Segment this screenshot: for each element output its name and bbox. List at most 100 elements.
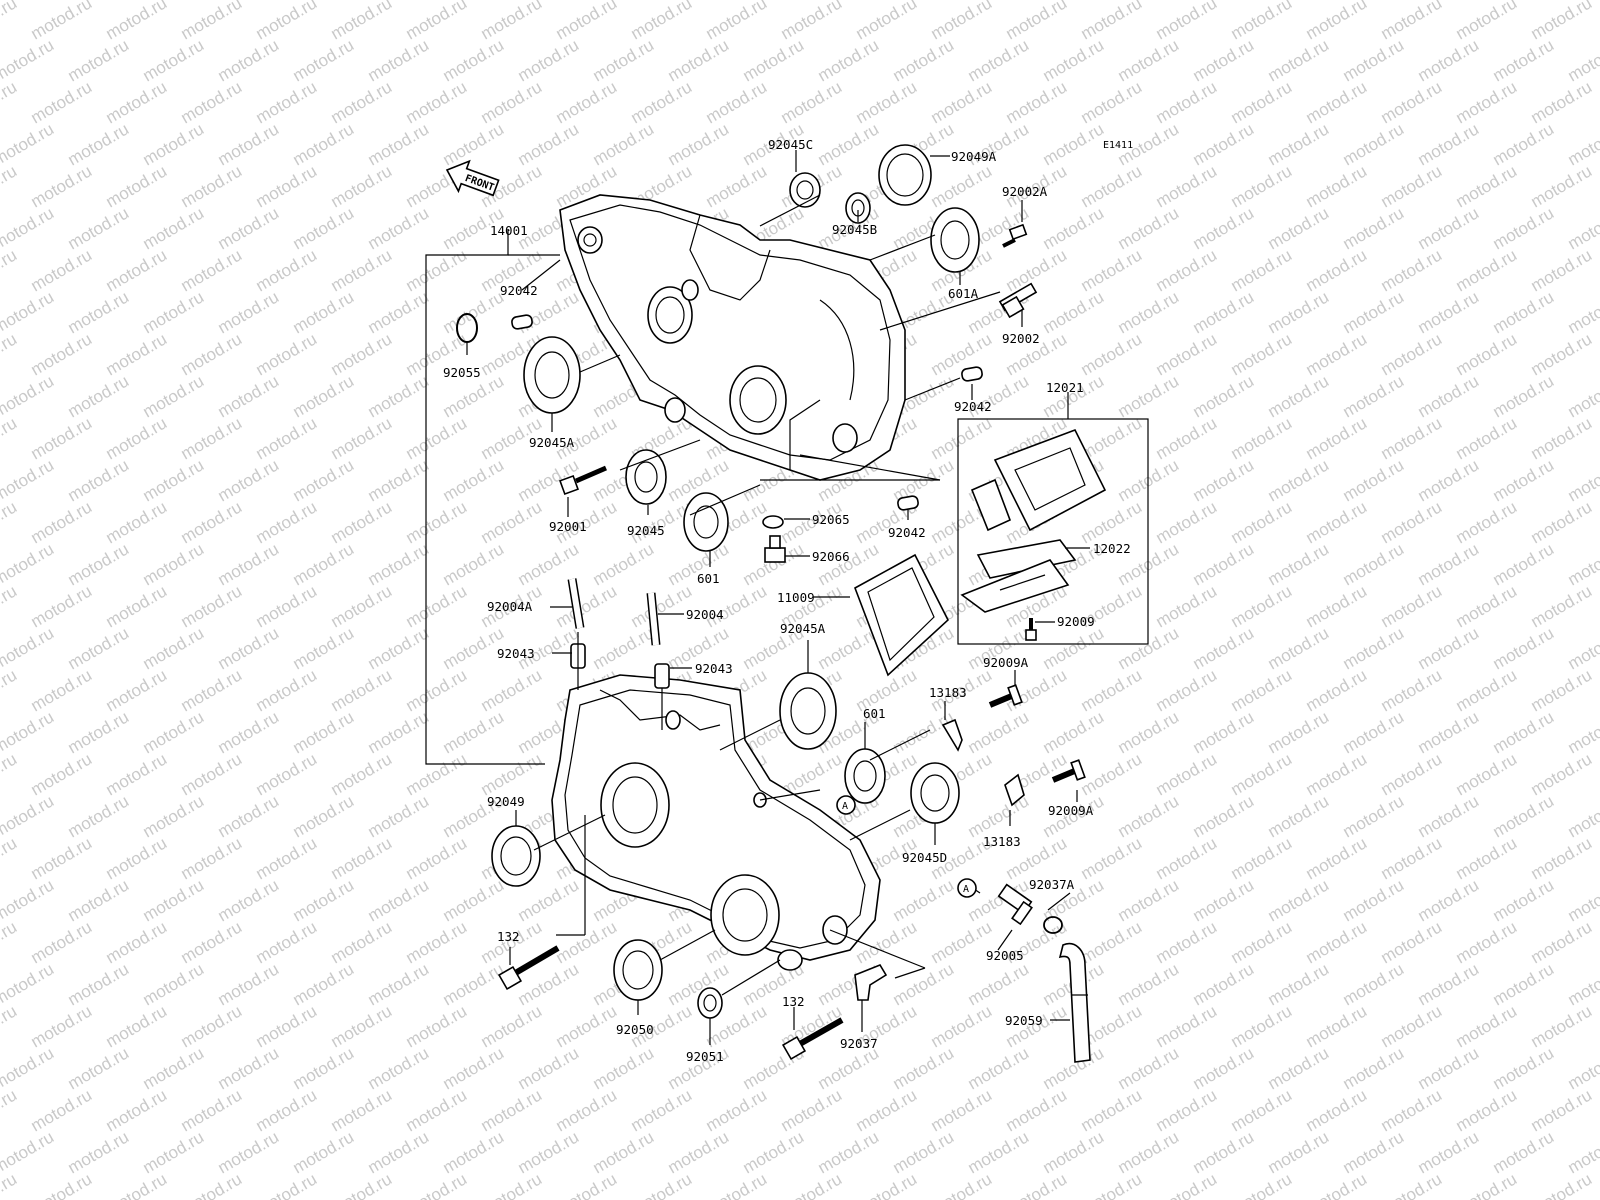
watermark-text: motod.ru (1265, 455, 1333, 505)
watermark-text: motod.ru (1303, 245, 1371, 295)
watermark-text: motod.ru (215, 959, 283, 1009)
watermark-text: motod.ru (215, 1127, 283, 1177)
watermark-text: motod.ru (1303, 329, 1371, 379)
watermark-text: motod.ru (215, 1043, 283, 1093)
watermark-text: motod.ru (140, 287, 208, 337)
watermark-text: motod.ru (290, 707, 358, 757)
watermark-text: motod.ru (1453, 245, 1521, 295)
watermark-text: motod.ru (1528, 245, 1596, 295)
watermark-text: motod.ru (403, 1169, 471, 1200)
oil-seal-icon (491, 825, 541, 887)
part-label: 92059 (1005, 1013, 1043, 1028)
watermark-text: motod.ru (1528, 0, 1596, 43)
part-label: 92050 (616, 1022, 654, 1037)
watermark-text: motod.ru (1153, 749, 1221, 799)
watermark-text: motod.ru (178, 77, 246, 127)
watermark-text: motod.ru (28, 0, 96, 43)
watermark-text: motod.ru (1153, 77, 1221, 127)
watermark-text: motod.ru (1378, 0, 1446, 43)
watermark-text: motod.ru (1378, 1001, 1446, 1051)
watermark-text: motod.ru (365, 287, 433, 337)
watermark-text: motod.ru (328, 497, 396, 547)
part-label: 92045B (832, 222, 877, 237)
bolt-icon (988, 684, 1023, 708)
ref-marker-icon: A (957, 878, 977, 898)
watermark-text: motod.ru (928, 1001, 996, 1051)
watermark-text: motod.ru (703, 0, 771, 43)
watermark-text: motod.ru (328, 77, 396, 127)
watermark-text: motod.ru (1415, 35, 1483, 85)
watermark-text: motod.ru (1490, 791, 1558, 841)
watermark-text: motod.ru (65, 455, 133, 505)
watermark-text: motod.ru (1265, 35, 1333, 85)
watermark-text: motod.ru (928, 329, 996, 379)
bearing-icon (779, 672, 837, 750)
watermark-text: motod.ru (478, 1001, 546, 1051)
watermark-text: motod.ru (1228, 833, 1296, 883)
watermark-text: motod.ru (178, 1169, 246, 1200)
watermark-text: motod.ru (253, 665, 321, 715)
part-label: 92045D (902, 850, 947, 865)
watermark-text: motod.ru (0, 1169, 20, 1200)
watermark-text: motod.ru (478, 1085, 546, 1135)
watermark-text: motod.ru (1040, 623, 1108, 673)
watermark-text: motod.ru (965, 707, 1033, 757)
watermark-text: motod.ru (215, 875, 283, 925)
watermark-text: motod.ru (140, 539, 208, 589)
watermark-text: motod.ru (1115, 203, 1183, 253)
watermark-text: motod.ru (215, 791, 283, 841)
dowel-pin-icon (511, 314, 533, 330)
watermark-text: motod.ru (253, 1001, 321, 1051)
watermark-text: motod.ru (1303, 917, 1371, 967)
watermark-text: motod.ru (365, 959, 433, 1009)
watermark-text: motod.ru (815, 35, 883, 85)
watermark-text: motod.ru (290, 203, 358, 253)
watermark-text: motod.ru (328, 665, 396, 715)
bolt-icon (1002, 223, 1028, 248)
watermark-text: motod.ru (1378, 1085, 1446, 1135)
watermark-text: motod.ru (665, 1127, 733, 1177)
watermark-text: motod.ru (515, 1127, 583, 1177)
watermark-text: motod.ru (103, 329, 171, 379)
watermark-text: motod.ru (1228, 917, 1296, 967)
watermark-text: motod.ru (103, 1085, 171, 1135)
watermark-text: motod.ru (328, 0, 396, 43)
watermark-text: motod.ru (403, 77, 471, 127)
watermark-text: motod.ru (403, 497, 471, 547)
watermark-text: motod.ru (290, 287, 358, 337)
watermark-text: motod.ru (290, 539, 358, 589)
watermark-text: motod.ru (778, 1169, 846, 1200)
watermark-text: motod.ru (1303, 413, 1371, 463)
watermark-text: motod.ru (365, 35, 433, 85)
watermark-text: motod.ru (328, 161, 396, 211)
crankcase-set-bracket (425, 229, 545, 765)
dowel-pin-icon (897, 495, 919, 511)
watermark-text: motod.ru (440, 119, 508, 169)
watermark-text: motod.ru (290, 623, 358, 673)
watermark-text: motod.ru (178, 161, 246, 211)
part-label: 12022 (1093, 541, 1131, 556)
watermark-text: motod.ru (1190, 455, 1258, 505)
watermark-text: motod.ru (1115, 35, 1183, 85)
watermark-text: motod.ru (28, 749, 96, 799)
watermark-text: motod.ru (853, 1085, 921, 1135)
watermark-text: motod.ru (365, 791, 433, 841)
watermark-text: motod.ru (628, 1169, 696, 1200)
watermark-text: motod.ru (553, 1085, 621, 1135)
watermark-text: motod.ru (1153, 917, 1221, 967)
part-label: 92043 (695, 661, 733, 676)
watermark-text: motod.ru (890, 35, 958, 85)
watermark-text: motod.ru (65, 371, 133, 421)
watermark-text: motod.ru (703, 161, 771, 211)
watermark-text: motod.ru (365, 371, 433, 421)
watermark-text: motod.ru (253, 497, 321, 547)
watermark-text: motod.ru (1265, 119, 1333, 169)
part-label: 92004 (686, 607, 724, 622)
watermark-text: motod.ru (103, 665, 171, 715)
watermark-text: motod.ru (778, 1085, 846, 1135)
watermark-text: motod.ru (1190, 1127, 1258, 1177)
part-label: 92066 (812, 549, 850, 564)
watermark-text: motod.ru (1340, 791, 1408, 841)
part-label: 92049 (487, 794, 525, 809)
watermark-text: motod.ru (290, 1043, 358, 1093)
